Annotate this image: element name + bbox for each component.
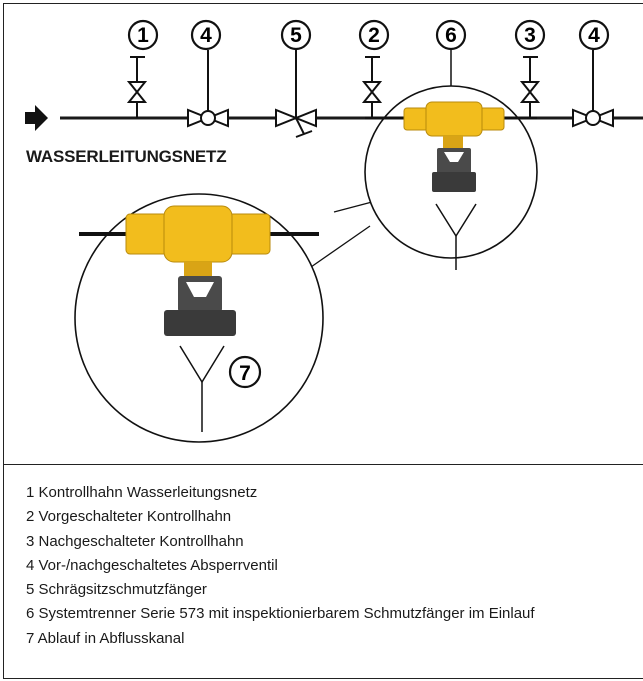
strainer: 5 xyxy=(275,19,317,138)
legend-item: 5 Schrägsitzschmutzfänger xyxy=(26,581,207,599)
legend-item: 4 Vor-/nachgeschaltetes Absperrventil xyxy=(26,556,278,574)
shutoff-valve-1: 4 xyxy=(187,19,229,128)
legend-item: 2 Vorgeschalteter Kontrollhahn xyxy=(26,508,232,526)
divider xyxy=(3,464,643,465)
check-valve-icon xyxy=(126,81,148,103)
legend-item: 3 Nachgeschalteter Kontrollhahn xyxy=(26,532,244,550)
backflow-preventer-icon xyxy=(403,101,505,192)
callout-4b: 4 xyxy=(588,24,600,47)
callout-6: 6 xyxy=(445,24,457,47)
callout-circle-1 xyxy=(127,19,159,51)
drain-funnel-icon xyxy=(435,203,477,270)
callout-5: 5 xyxy=(290,24,302,47)
check-valve-icon xyxy=(519,81,541,103)
check-valve-icon xyxy=(361,81,383,103)
callout-1: 1 xyxy=(137,24,149,47)
callout-2: 2 xyxy=(368,24,380,47)
callout-4a: 4 xyxy=(200,24,212,47)
shutoff-valve-2: 4 xyxy=(572,19,614,128)
legend-item: 6 Systemtrenner Serie 573 mit inspektion… xyxy=(26,605,535,623)
test-cock-2: 2 xyxy=(358,19,390,118)
drain-funnel-icon xyxy=(179,345,225,432)
legend-item: 7 Ablauf in Abflusskanal xyxy=(26,629,185,647)
backflow-preventer-icon xyxy=(125,205,271,336)
callout-7: 7 xyxy=(239,362,251,385)
legend: 1 Kontrollhahn Wasserleitungsnetz 2 Vorg… xyxy=(26,481,535,651)
flow-arrow-icon xyxy=(25,105,48,131)
network-label: WASSERLEITUNGSNETZ xyxy=(26,147,227,166)
detail-circle-large: 7 xyxy=(74,193,324,443)
test-cock-1: 1 xyxy=(126,19,159,118)
legend-item: 1 Kontrollhahn Wasserleitungsnetz xyxy=(26,484,258,501)
test-cock-3: 3 xyxy=(514,19,546,118)
callout-6-group: 6 xyxy=(435,19,467,86)
diagram-frame xyxy=(3,3,643,679)
detail-circle-small xyxy=(364,85,538,270)
piping-diagram: 1 4 5 2 6 3 xyxy=(25,19,643,443)
callout-3: 3 xyxy=(524,24,536,47)
